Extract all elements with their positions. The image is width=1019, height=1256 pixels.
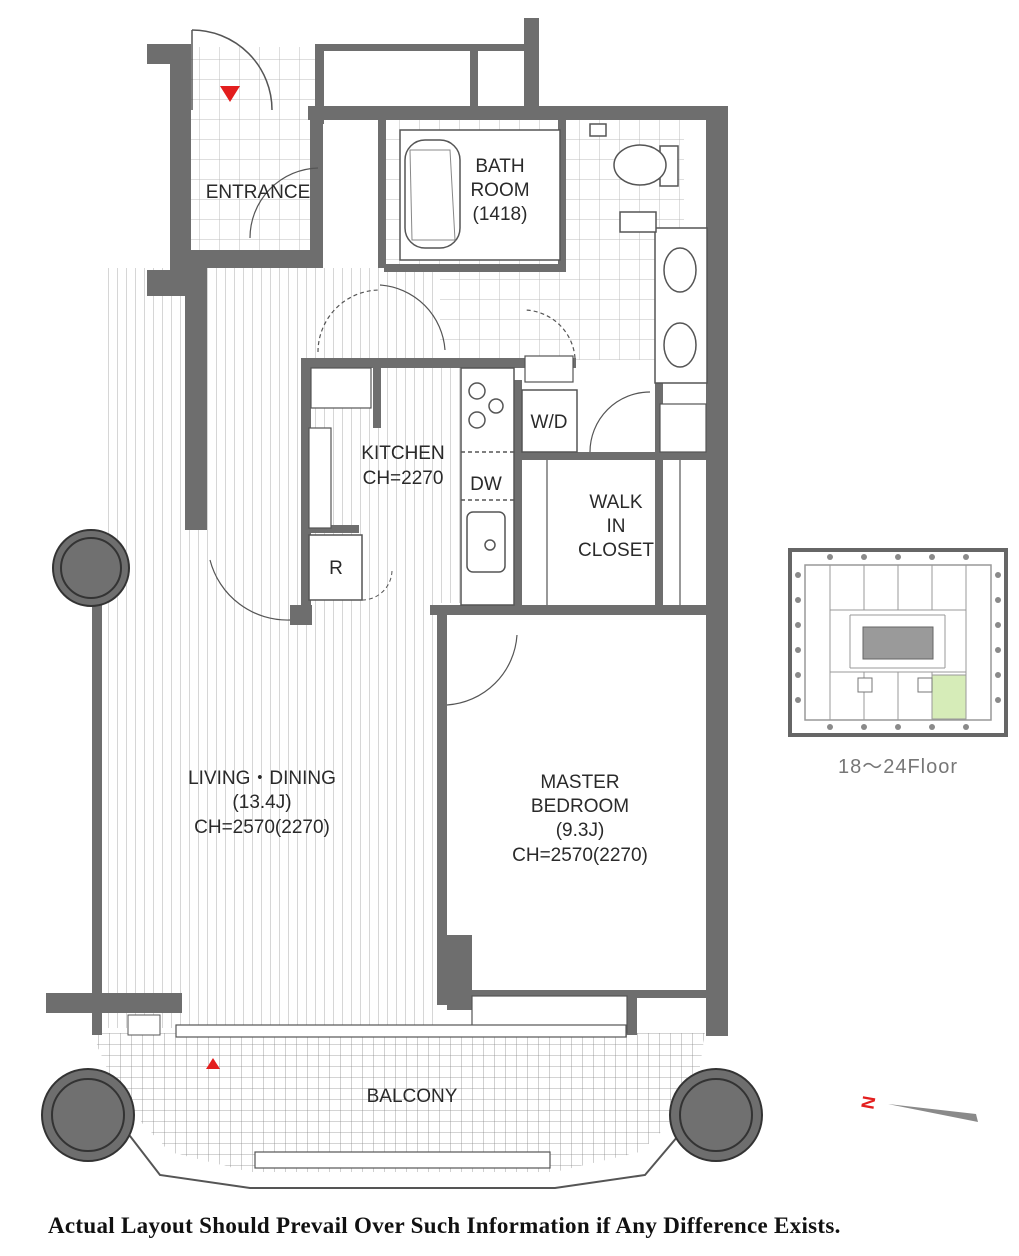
closet-label-1: WALK xyxy=(589,492,642,513)
key-plan xyxy=(788,548,1008,737)
linen-cabinet xyxy=(659,403,707,453)
fridge-door xyxy=(361,569,393,601)
balcony-floor xyxy=(92,1033,705,1172)
toilet xyxy=(589,123,679,187)
wd-box xyxy=(521,389,578,453)
closet-label-2: IN xyxy=(607,516,626,537)
living-label-1: LIVING・DINING xyxy=(188,768,336,789)
bedroom-floor xyxy=(447,628,709,996)
master-label-3: (9.3J) xyxy=(556,820,605,841)
bath-label-1: BATH xyxy=(475,156,524,177)
disclaimer: Actual Layout Should Prevail Over Such I… xyxy=(48,1213,841,1238)
balcony-arrow xyxy=(206,1058,220,1069)
bedroom-door xyxy=(446,634,518,706)
living-label-2: (13.4J) xyxy=(232,792,291,813)
refrigerator xyxy=(308,534,363,601)
closet-floor xyxy=(525,458,708,605)
key-plan-highlight xyxy=(931,674,967,720)
entrance-floor xyxy=(190,118,315,253)
living-door xyxy=(209,559,291,621)
balcony-outlet xyxy=(127,1014,161,1036)
walls xyxy=(46,18,728,1036)
shoe-cabinet-door xyxy=(249,167,319,239)
bath-label-2: ROOM xyxy=(470,180,529,201)
balcony-label: BALCONY xyxy=(367,1086,458,1107)
living-floor xyxy=(100,268,440,1028)
entrance-label: ENTRANCE xyxy=(206,182,311,203)
hall-doors xyxy=(317,284,651,453)
master-label-1: MASTER xyxy=(540,772,619,793)
dw-label: DW xyxy=(470,474,502,495)
vanity xyxy=(619,211,708,384)
entry-porch-floor xyxy=(190,47,315,119)
storage-shelf xyxy=(524,355,574,383)
hall-cabinet xyxy=(310,367,372,409)
closet-shelves xyxy=(546,460,681,605)
sash-window xyxy=(175,1024,627,1038)
wd-label: W/D xyxy=(531,412,568,433)
compass-icon xyxy=(888,1104,978,1122)
balcony-rail xyxy=(254,1151,551,1169)
master-label-2: BEDROOM xyxy=(531,796,629,817)
north-letter: N xyxy=(857,1094,879,1110)
kitchen-counter xyxy=(460,367,515,606)
refrigerator-label: R xyxy=(329,558,343,579)
bathtub xyxy=(399,129,561,261)
kitchen-label-1: KITCHEN xyxy=(361,443,444,464)
entrance-door xyxy=(191,29,273,111)
entrance-arrow xyxy=(220,86,240,102)
kitchen-label-2: CH=2270 xyxy=(363,468,444,489)
floor-label: 18～24Floor xyxy=(838,756,958,778)
closet-label-3: CLOSET xyxy=(578,540,654,561)
master-label-4: CH=2570(2270) xyxy=(512,845,648,866)
bath-label-3: (1418) xyxy=(473,204,528,225)
kitchen-storage xyxy=(308,427,332,529)
balcony-parapet xyxy=(109,1109,701,1189)
living-label-3: CH=2570(2270) xyxy=(194,817,330,838)
columns xyxy=(41,529,763,1162)
